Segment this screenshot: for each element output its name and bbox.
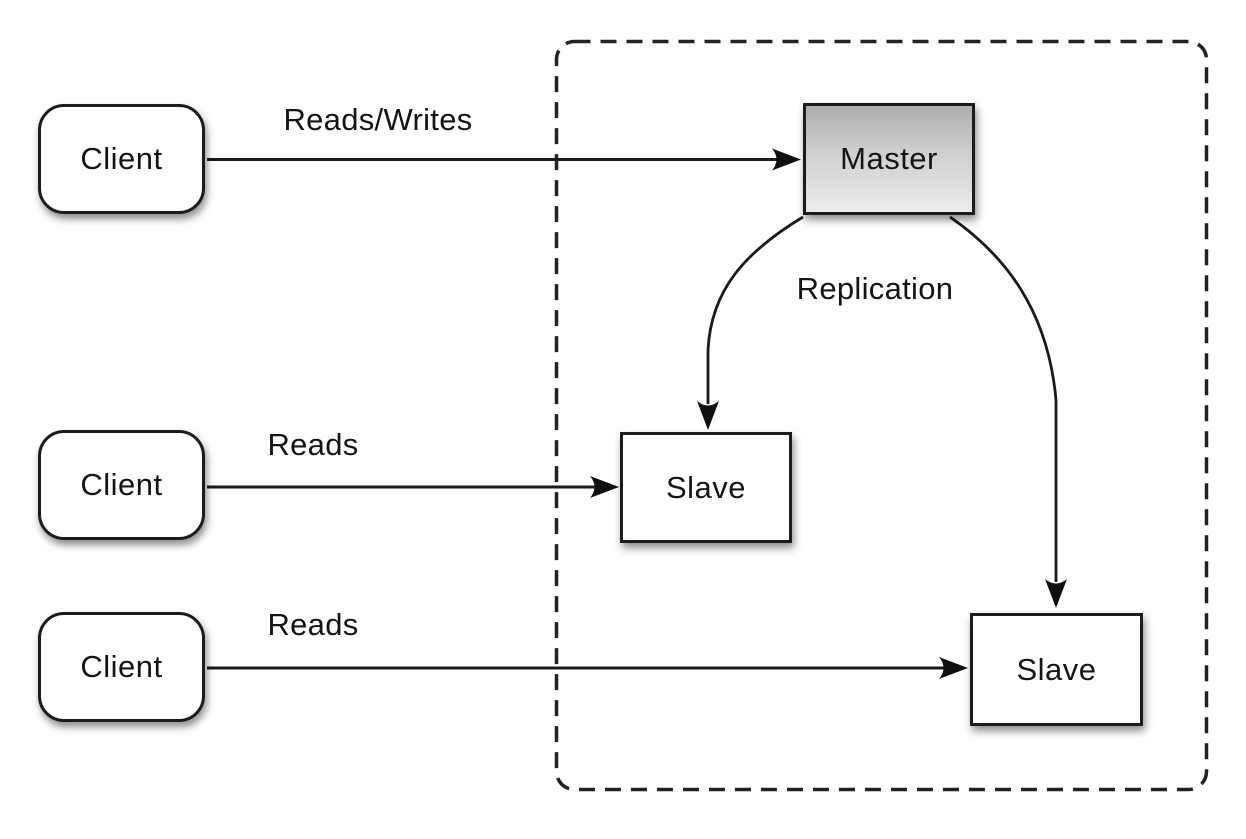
arrow-reads-mid-head <box>590 476 619 498</box>
node-slave-1-label: Slave <box>665 469 747 505</box>
node-client-3-label: Client <box>80 649 163 684</box>
node-client-2: Client <box>38 430 205 540</box>
edge-label-reads-writes: Reads/Writes <box>283 102 473 137</box>
node-master-label: Master <box>840 141 938 176</box>
node-client-1: Client <box>38 104 205 214</box>
arrow-reads-bottom-head <box>939 657 968 679</box>
node-client-1-label: Client <box>80 141 163 176</box>
replication-group-dashed-border <box>554 39 1209 792</box>
node-slave-2: Slave <box>970 613 1143 726</box>
edge-label-replication: Replication <box>796 271 954 306</box>
arrow-replication-left-head <box>697 401 719 430</box>
arrow-reads-writes-head <box>772 148 801 171</box>
arrow-replication-right-head <box>1045 579 1067 608</box>
node-slave-2-label: Slave <box>1016 651 1097 687</box>
node-slave-1: Slave <box>620 432 792 543</box>
node-master: Master <box>803 103 975 215</box>
arrow-replication-right-curve <box>949 215 1058 582</box>
arrow-replication-left-curve <box>706 215 804 404</box>
node-client-2-label: Client <box>80 467 163 502</box>
edge-label-reads-bottom: Reads <box>267 607 359 642</box>
node-client-3: Client <box>38 612 205 722</box>
edge-label-reads-mid: Reads <box>267 427 359 462</box>
